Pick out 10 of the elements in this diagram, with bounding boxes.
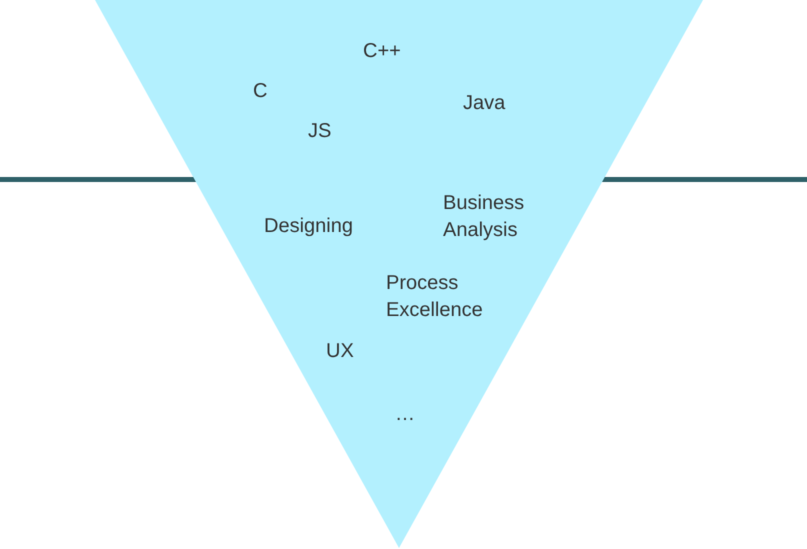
skill-label: … — [395, 402, 416, 427]
skill-label: Business Analysis — [443, 191, 526, 243]
skill-label: C — [253, 79, 268, 104]
skill-label: Java — [463, 91, 506, 116]
skill-label: Designing — [264, 214, 354, 239]
skill-label: UX — [326, 339, 355, 364]
skill-label: JS — [308, 119, 332, 144]
skill-label: C++ — [363, 39, 402, 64]
inverted-triangle — [95, 0, 703, 548]
skill-label: Process Excellence — [386, 271, 484, 323]
